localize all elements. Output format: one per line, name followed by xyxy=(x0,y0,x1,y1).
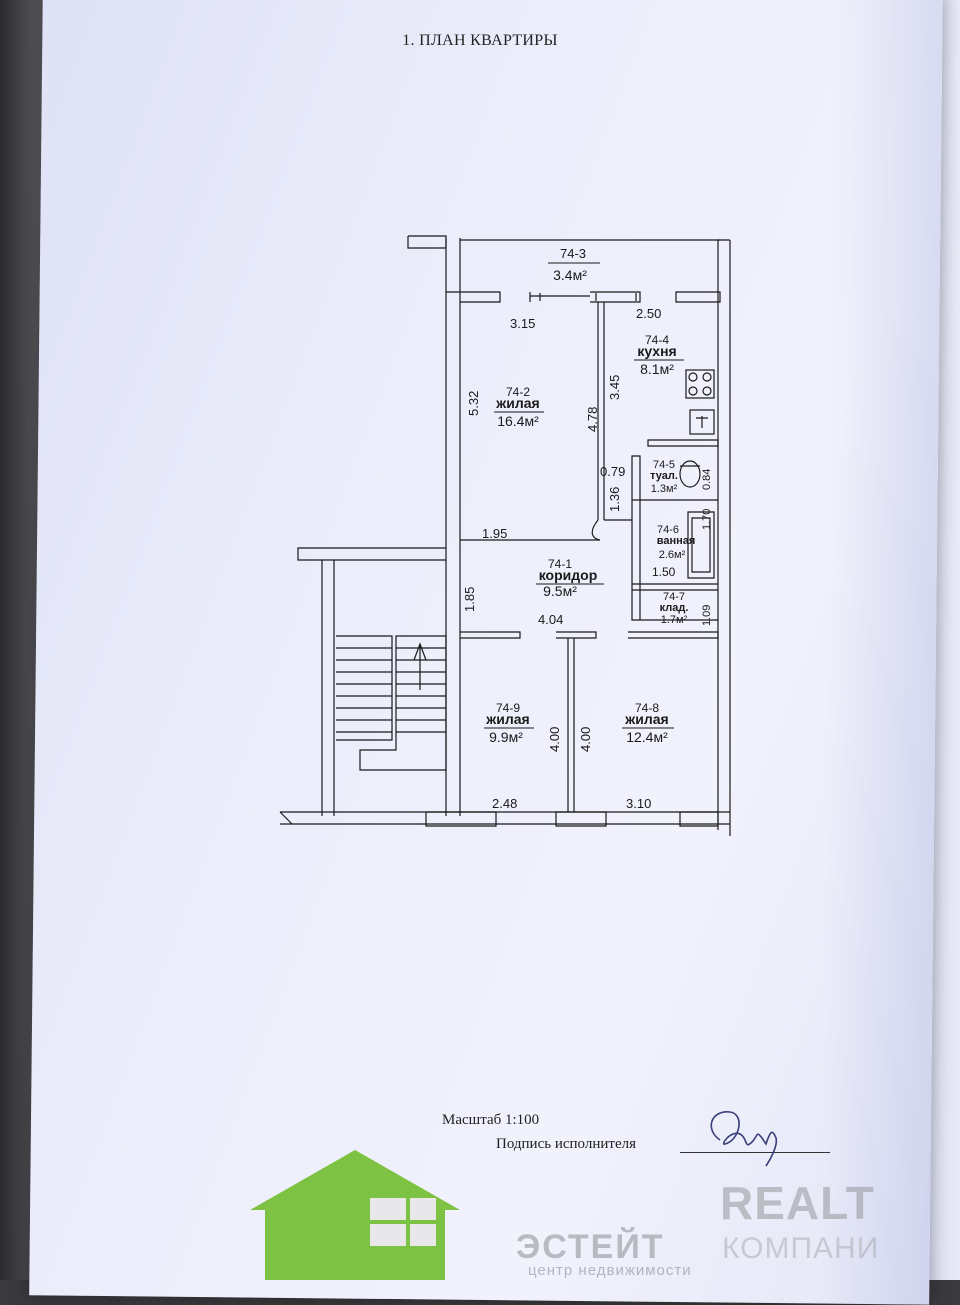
dim-1-09: 1.09 xyxy=(701,605,713,626)
svg-text:9.9м²: 9.9м² xyxy=(489,729,523,745)
watermark-company-right: КОМПАНИ xyxy=(722,1232,880,1265)
svg-text:жилая: жилая xyxy=(495,395,539,411)
dimension-labels: 3.15 2.50 5.32 4.78 3.45 0.79 1.36 0.84 … xyxy=(462,306,713,811)
svg-text:жилая: жилая xyxy=(485,711,529,727)
stairs xyxy=(336,635,393,741)
dim-1-50: 1.50 xyxy=(652,565,676,579)
svg-text:16.4м²: 16.4м² xyxy=(497,413,539,429)
svg-text:коридор: коридор xyxy=(539,567,598,583)
svg-text:1.3м²: 1.3м² xyxy=(651,483,678,495)
svg-text:74-3: 74-3 xyxy=(560,246,586,261)
dim-2-50: 2.50 xyxy=(636,306,661,321)
room-74-5-label: 74-5 туал. 1.3м² xyxy=(650,459,678,495)
svg-text:74-2: 74-2 xyxy=(506,385,530,399)
room-74-1-label: 74-1 коридор 9.5м² xyxy=(536,557,604,599)
outer-wall-right xyxy=(717,239,731,836)
room-74-6-label: 74-6 ванная 2.6м² xyxy=(657,524,696,561)
toilet xyxy=(679,460,701,488)
dim-3-45: 3.45 xyxy=(607,375,622,400)
svg-text:1.7м²: 1.7м² xyxy=(661,614,688,626)
svg-text:жилая: жилая xyxy=(624,711,668,727)
dim-4-04: 4.04 xyxy=(538,612,563,627)
svg-text:клад.: клад. xyxy=(660,602,689,614)
dim-1-95: 1.95 xyxy=(482,526,507,541)
svg-text:туал.: туал. xyxy=(650,470,678,482)
dim-0-79: 0.79 xyxy=(600,464,625,479)
handwritten-signature xyxy=(710,1111,778,1167)
dim-4-00-right: 4.00 xyxy=(578,727,593,752)
room-74-3-label: 74-3 3.4м² xyxy=(548,246,600,283)
dim-1-85: 1.85 xyxy=(462,587,477,612)
room-74-4-label: 74-4 кухня 8.1м² xyxy=(634,333,684,377)
dim-3-15: 3.15 xyxy=(510,316,535,331)
room-74-7-label: 74-7 клад. 1.7м² xyxy=(660,591,689,626)
scale-label: Масштаб 1:100 xyxy=(442,1112,540,1128)
outer-wall-left-top xyxy=(445,238,461,300)
watermark-company-left: ЭСТЕЙТ xyxy=(516,1228,665,1266)
svg-text:74-4: 74-4 xyxy=(645,333,669,347)
watermark-brand: REALT xyxy=(720,1177,875,1229)
svg-text:8.1м²: 8.1м² xyxy=(640,361,674,377)
dim-0-84: 0.84 xyxy=(701,469,713,490)
dim-3-10: 3.10 xyxy=(626,796,651,811)
svg-text:2.6м²: 2.6м² xyxy=(659,549,686,561)
svg-text:ванная: ванная xyxy=(657,535,696,547)
svg-text:74-7: 74-7 xyxy=(663,591,685,603)
dim-1-36: 1.36 xyxy=(607,487,622,512)
svg-text:74-8: 74-8 xyxy=(635,701,659,715)
dim-2-48: 2.48 xyxy=(492,796,517,811)
svg-text:9.5м²: 9.5м² xyxy=(543,583,577,599)
svg-text:74-9: 74-9 xyxy=(496,701,520,715)
signature-label: Подпись исполнителя xyxy=(496,1136,636,1152)
dim-5-32: 5.32 xyxy=(466,391,481,416)
svg-text:74-1: 74-1 xyxy=(548,557,572,571)
room-74-8-label: 74-8 жилая 12.4м² xyxy=(622,701,674,745)
svg-text:74-5: 74-5 xyxy=(653,459,675,471)
sink xyxy=(689,409,715,435)
document-title: 1. ПЛАН КВАРТИРЫ xyxy=(402,32,558,49)
svg-text:74-6: 74-6 xyxy=(657,524,679,536)
signature-line xyxy=(680,1152,830,1153)
bathtub xyxy=(687,511,715,579)
watermark-tagline: центр недвижимости xyxy=(528,1262,692,1279)
svg-text:кухня: кухня xyxy=(637,343,676,359)
svg-text:3.4м²: 3.4м² xyxy=(553,267,587,283)
room-74-9-label: 74-9 жилая 9.9м² xyxy=(484,701,534,745)
stove xyxy=(685,369,715,399)
dim-4-00-left: 4.00 xyxy=(547,727,562,752)
dim-4-78: 4.78 xyxy=(585,407,600,432)
svg-text:12.4м²: 12.4м² xyxy=(626,729,668,745)
room-74-2-label: 74-2 жилая 16.4м² xyxy=(494,385,544,429)
dim-1-70: 1.70 xyxy=(701,509,713,530)
house-logo-icon xyxy=(250,1150,460,1280)
